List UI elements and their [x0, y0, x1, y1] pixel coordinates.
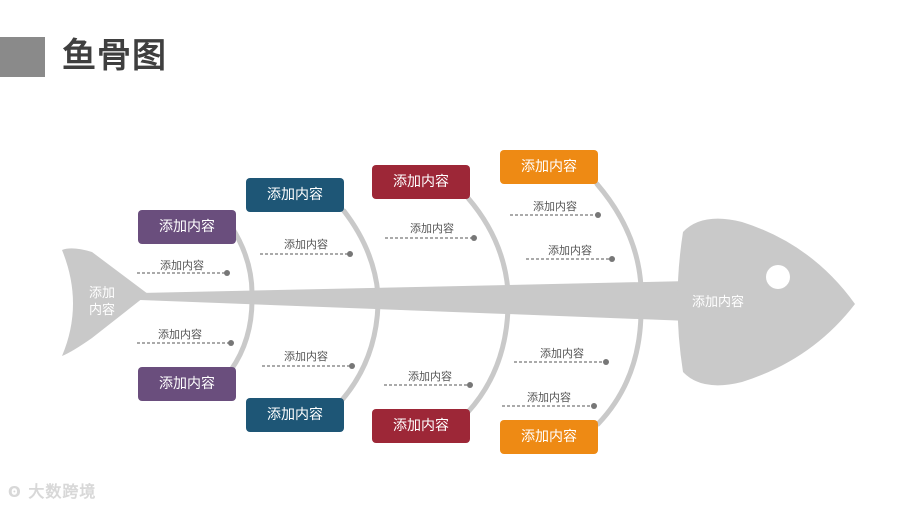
title-accent-bar — [0, 37, 45, 77]
category-box-bottom-2: 添加内容 — [246, 398, 344, 432]
rib — [339, 302, 381, 403]
category-box-top-3: 添加内容 — [372, 165, 470, 199]
cause-label-top-2: 添加内容 — [284, 238, 328, 251]
page-title: 鱼骨图 — [62, 36, 167, 76]
category-box-bottom-1: 添加内容 — [138, 367, 236, 401]
connectors-bottom — [137, 340, 609, 409]
category-box-bottom-4: 添加内容 — [500, 420, 598, 454]
rib — [341, 208, 381, 297]
cause-label-top-3: 添加内容 — [410, 222, 454, 235]
rib — [595, 310, 644, 427]
category-box-top-1: 添加内容 — [138, 210, 236, 244]
connectors-top — [137, 212, 615, 276]
cause-label-bottom-1: 添加内容 — [158, 328, 202, 341]
watermark-logo-icon: ʘ — [8, 483, 22, 501]
cause-label-top-5: 添加内容 — [548, 244, 592, 257]
rib — [465, 305, 511, 415]
cause-label-top-4: 添加内容 — [533, 200, 577, 213]
watermark: ʘ 大数跨境 — [8, 478, 96, 502]
rib — [228, 297, 255, 373]
cause-label-top-1: 添加内容 — [160, 259, 204, 272]
cause-label-bottom-4: 添加内容 — [540, 347, 584, 360]
cause-label-bottom-5: 添加内容 — [527, 391, 571, 404]
fish-eye — [766, 265, 790, 289]
fish-spine — [140, 281, 690, 321]
rib — [594, 181, 644, 290]
category-box-top-4: 添加内容 — [500, 150, 598, 184]
head-label: 添加内容 — [691, 295, 744, 310]
fish-head — [677, 218, 855, 386]
rib — [465, 195, 511, 294]
cause-label-bottom-2: 添加内容 — [284, 350, 328, 363]
category-box-bottom-3: 添加内容 — [372, 409, 470, 443]
fish-tail — [62, 248, 148, 356]
cause-label-bottom-3: 添加内容 — [408, 370, 452, 383]
category-box-top-2: 添加内容 — [246, 178, 344, 212]
tail-label: 添加 内容 — [88, 286, 115, 318]
watermark-text: 大数跨境 — [28, 482, 97, 501]
